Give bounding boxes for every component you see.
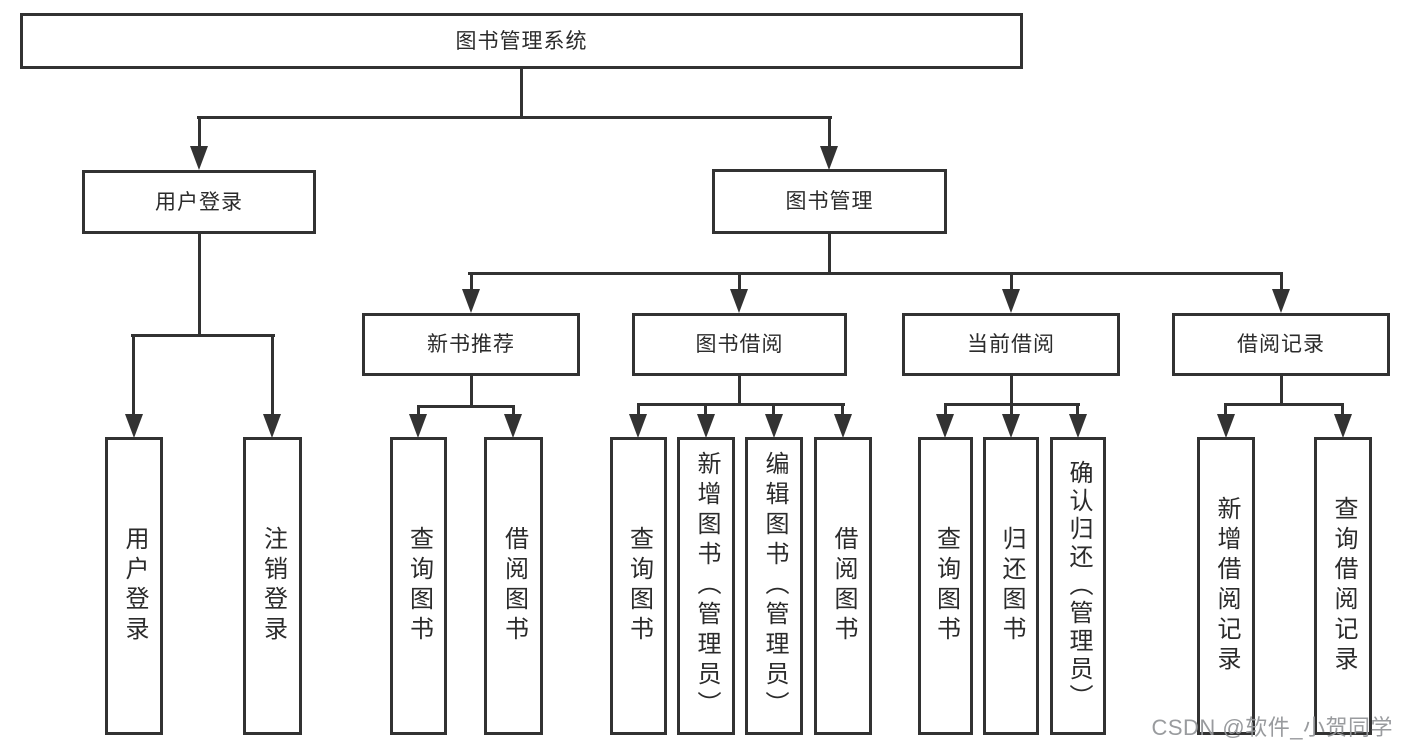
arrow-down-icon xyxy=(1217,414,1235,438)
root-node-library-system: 图书管理系统 xyxy=(20,13,1023,69)
connector-drop xyxy=(944,403,947,416)
node-book-borrow: 图书借阅 xyxy=(632,313,847,376)
connector-drop xyxy=(841,403,844,416)
leaf-newbook-borrow-book: 借阅图书 xyxy=(484,437,543,735)
leaf-record-query-record: 查询借阅记录 xyxy=(1314,437,1372,735)
connector-drop xyxy=(704,403,707,416)
arrow-down-icon xyxy=(765,414,783,438)
leaf-borrow-query-book: 查询图书 xyxy=(610,437,667,735)
arrow-down-icon xyxy=(820,146,838,170)
leaf-borrow-add-book-admin: 新增图书（管理员） xyxy=(677,437,735,735)
connector-bus xyxy=(417,405,515,408)
leaf-user-login: 用户登录 xyxy=(105,437,163,735)
arrow-down-icon xyxy=(190,146,208,170)
leaf-current-return-book: 归还图书 xyxy=(983,437,1039,735)
arrow-down-icon xyxy=(834,414,852,438)
node-borrow-record: 借阅记录 xyxy=(1172,313,1390,376)
connector-level2-bus xyxy=(468,272,1282,275)
connector-drop xyxy=(1280,272,1283,292)
csdn-watermark: CSDN @软件_小贺同学 xyxy=(1151,715,1393,740)
connector-stem xyxy=(738,375,741,406)
connector-drop xyxy=(772,403,775,416)
leaf-logout: 注销登录 xyxy=(243,437,302,735)
arrow-down-icon xyxy=(1334,414,1352,438)
connector-drop xyxy=(512,405,515,416)
connector-drop xyxy=(1010,403,1013,416)
node-book-management: 图书管理 xyxy=(712,169,947,234)
connector-userlogin-bus xyxy=(131,334,275,337)
connector-drop xyxy=(637,403,640,416)
arrow-down-icon xyxy=(936,414,954,438)
connector-bus xyxy=(637,403,845,406)
connector-stem xyxy=(1280,375,1283,406)
leaf-record-add-record: 新增借阅记录 xyxy=(1197,437,1255,735)
leaf-current-confirm-return-admin: 确认归还（管理员） xyxy=(1050,437,1106,735)
connector-root-stem xyxy=(520,67,523,118)
arrow-down-icon xyxy=(730,289,748,313)
connector-drop xyxy=(1341,403,1344,416)
connector-stem xyxy=(470,375,473,408)
arrow-down-icon xyxy=(1272,289,1290,313)
connector-drop xyxy=(271,334,274,416)
connector-level1-bus xyxy=(197,116,832,119)
node-current-borrow: 当前借阅 xyxy=(902,313,1120,376)
arrow-down-icon xyxy=(1002,414,1020,438)
leaf-newbook-query-book: 查询图书 xyxy=(390,437,447,735)
leaf-borrow-edit-book-admin: 编辑图书（管理员） xyxy=(745,437,803,735)
arrow-down-icon xyxy=(1069,414,1087,438)
connector-bus xyxy=(1224,403,1344,406)
leaf-borrow-borrow-book: 借阅图书 xyxy=(814,437,872,735)
arrow-down-icon xyxy=(263,414,281,438)
connector-drop xyxy=(417,405,420,416)
connector-drop xyxy=(828,116,831,149)
arrow-down-icon xyxy=(629,414,647,438)
connector-drop xyxy=(132,334,135,416)
connector-userlogin-stem xyxy=(198,232,201,337)
connector-stem xyxy=(1010,375,1013,406)
node-user-login: 用户登录 xyxy=(82,170,316,234)
node-new-book-recommend: 新书推荐 xyxy=(362,313,580,376)
arrow-down-icon xyxy=(1002,289,1020,313)
connector-drop xyxy=(1076,403,1079,416)
arrow-down-icon xyxy=(125,414,143,438)
connector-drop xyxy=(198,116,201,149)
connector-bookmgmt-stem xyxy=(828,232,831,275)
arrow-down-icon xyxy=(504,414,522,438)
connector-drop xyxy=(1224,403,1227,416)
connector-drop xyxy=(470,272,473,292)
arrow-down-icon xyxy=(462,289,480,313)
connector-drop xyxy=(738,272,741,292)
arrow-down-icon xyxy=(409,414,427,438)
connector-drop xyxy=(1010,272,1013,292)
leaf-current-query-book: 查询图书 xyxy=(918,437,973,735)
arrow-down-icon xyxy=(697,414,715,438)
